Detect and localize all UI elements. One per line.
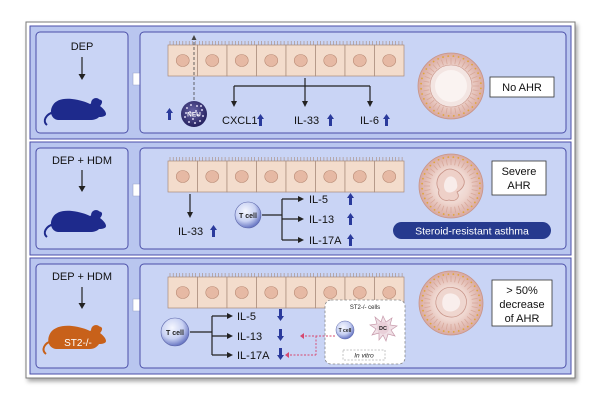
epithelial-cell [315,157,346,193]
cytokine-label: IL-5 [237,311,256,323]
epithelial-cell [374,41,405,77]
epithelium [167,41,405,77]
mouse-condition-label: DEP + HDM [52,155,112,167]
steroid-resistant-banner [393,222,551,239]
epithelial-cell [226,157,257,193]
epithelial-cell [197,157,228,193]
epithelial-cell [256,41,287,77]
epithelial-cell [256,157,287,193]
arrowhead-icon [187,212,193,218]
row-dep-hdm-st2: DEP + HDM ST2-/- T cell IL-5 IL-13 [29,257,572,375]
up-arrow-icon [166,108,173,120]
outcome-label: Severe [502,166,537,178]
epithelial-cell [344,41,375,77]
in-vitro-caption: In vitro [354,353,374,360]
epithelial-cell [256,273,287,309]
epithelial-cell [167,41,198,77]
epithelial-cell [197,273,228,309]
airway-cross-section [418,270,484,336]
outcome-label: No AHR [502,82,542,94]
epithelial-cell [315,41,346,77]
epithelial-cell [226,273,257,309]
il33-label: IL-33 [178,226,203,238]
epithelial-cell [374,157,405,193]
outcome-box [491,160,547,196]
row-dep: DEP NEU [29,25,572,140]
t-cell: T cell [160,317,190,347]
epithelial-cell [344,157,375,193]
epithelial-cell [285,41,316,77]
outcome-label: > 50% [506,285,538,297]
up-arrow-icon [257,114,264,126]
up-arrow-icon [210,225,217,237]
cytokine-label: IL-13 [237,331,262,343]
arrowhead-icon [78,303,86,309]
neutrophil: NEU [181,101,207,127]
up-arrow-icon [327,114,334,126]
in-vitro-tag [342,349,386,361]
mouse-condition-label: DEP [71,41,94,53]
t-cell-label: T cell [166,330,184,337]
epithelial-cell [285,273,316,309]
mouse-condition-label: DEP + HDM [52,271,112,283]
neu-label: NEU [187,112,201,119]
epithelial-cell [197,41,228,77]
dendritic-cell-icon [369,315,398,342]
epithelial-cell [226,41,257,77]
epithelial-cell [167,157,198,193]
inset-t-cell-label: T cell [339,328,352,334]
epithelial-cell [285,157,316,193]
inset-title: ST2-/- cells [350,305,380,311]
cytokine-label: IL-13 [309,214,334,226]
mouse-icon [43,98,106,126]
cytokine-label: IL-6 [360,115,379,127]
epithelial-cell [167,273,198,309]
outcome-label: AHR [507,180,530,192]
cytokine-label: IL-5 [309,194,328,206]
up-arrow-icon [347,193,354,205]
dc-label: DC [379,326,387,332]
outcome-label: of AHR [505,313,540,325]
up-arrow-icon [347,213,354,225]
outcome-label: decrease [499,299,544,311]
cytokine-label: IL-17A [309,235,342,247]
down-arrow-icon [277,309,284,321]
inset-t-cell: T cell [335,320,355,340]
mouse-icon [43,210,106,238]
t-cell-label: T cell [239,213,257,220]
inset-feedback-link [285,333,335,358]
cytokine-label: IL-17A [237,350,270,362]
mouse-icon [42,325,106,355]
in-vitro-inset [324,299,406,365]
airway-cross-section [417,52,485,120]
row-dep-hdm: DEP + HDM IL-33 T cell IL-5 [29,141,572,256]
arrowhead-icon [78,74,86,80]
down-arrow-icon [277,329,284,341]
cytokine-label: IL-33 [294,115,319,127]
mouse-strain-label: ST2-/- [64,338,92,349]
airway-cross-section [418,153,484,219]
outcome-box [491,279,553,327]
epithelium [167,157,405,193]
cytokine-bracket [190,313,233,358]
steroid-resistant-label: Steroid-resistant asthma [415,226,529,238]
migration-arrowhead-icon [191,35,197,40]
up-arrow-icon [383,114,390,126]
outcome-box [489,76,555,98]
down-arrow-icon [277,348,284,360]
arrowhead-icon [78,186,86,192]
cytokine-bracket [231,78,373,107]
up-arrow-icon [347,234,354,246]
cytokine-bracket [262,196,304,243]
cytokine-label: CXCL1 [222,115,257,127]
t-cell: T cell [234,201,262,229]
